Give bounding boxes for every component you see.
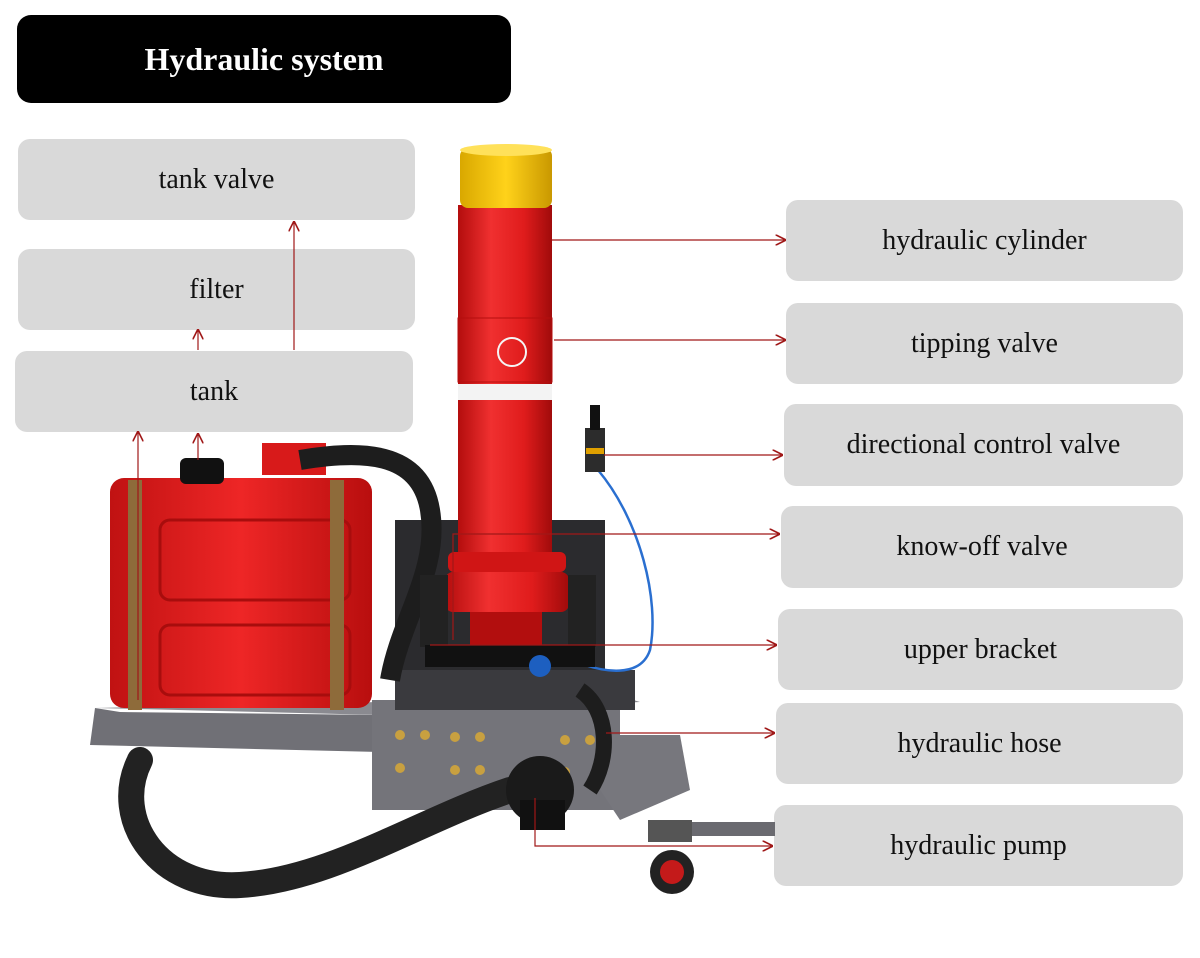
label-hydraulic-hose: hydraulic hose	[776, 703, 1183, 784]
arrow-hydraulic-pump	[534, 798, 772, 846]
directional-control-valve	[585, 405, 605, 472]
leader-arrows	[138, 222, 785, 846]
diagram-title: Hydraulic system	[17, 15, 511, 103]
label-hydraulic-cylinder: hydraulic cylinder	[786, 200, 1183, 281]
label-filter: filter	[18, 249, 415, 330]
hydraulic-cylinder	[445, 144, 569, 660]
label-upper-bracket: upper bracket	[778, 609, 1183, 690]
pressure-hose-lower	[575, 683, 612, 795]
suction-hose	[118, 747, 523, 899]
label-hydraulic-pump: hydraulic pump	[774, 805, 1183, 886]
upper-bracket	[420, 575, 596, 667]
label-directional-control-valve: directional control valve	[784, 404, 1183, 486]
arrow-knock-off-valve	[452, 534, 779, 640]
label-tipping-valve: tipping valve	[786, 303, 1183, 384]
pressure-hose-upper	[298, 445, 442, 682]
base-frame	[90, 520, 775, 836]
caster-wheel	[648, 820, 694, 894]
label-tank-valve: tank valve	[18, 139, 415, 220]
label-tank: tank	[15, 351, 413, 432]
hydraulic-pump	[506, 756, 574, 830]
pilot-line	[584, 469, 654, 672]
knock-off-valve	[529, 655, 551, 677]
hydraulic-tank	[110, 458, 372, 710]
label-knock-off-valve: know-off valve	[781, 506, 1183, 588]
